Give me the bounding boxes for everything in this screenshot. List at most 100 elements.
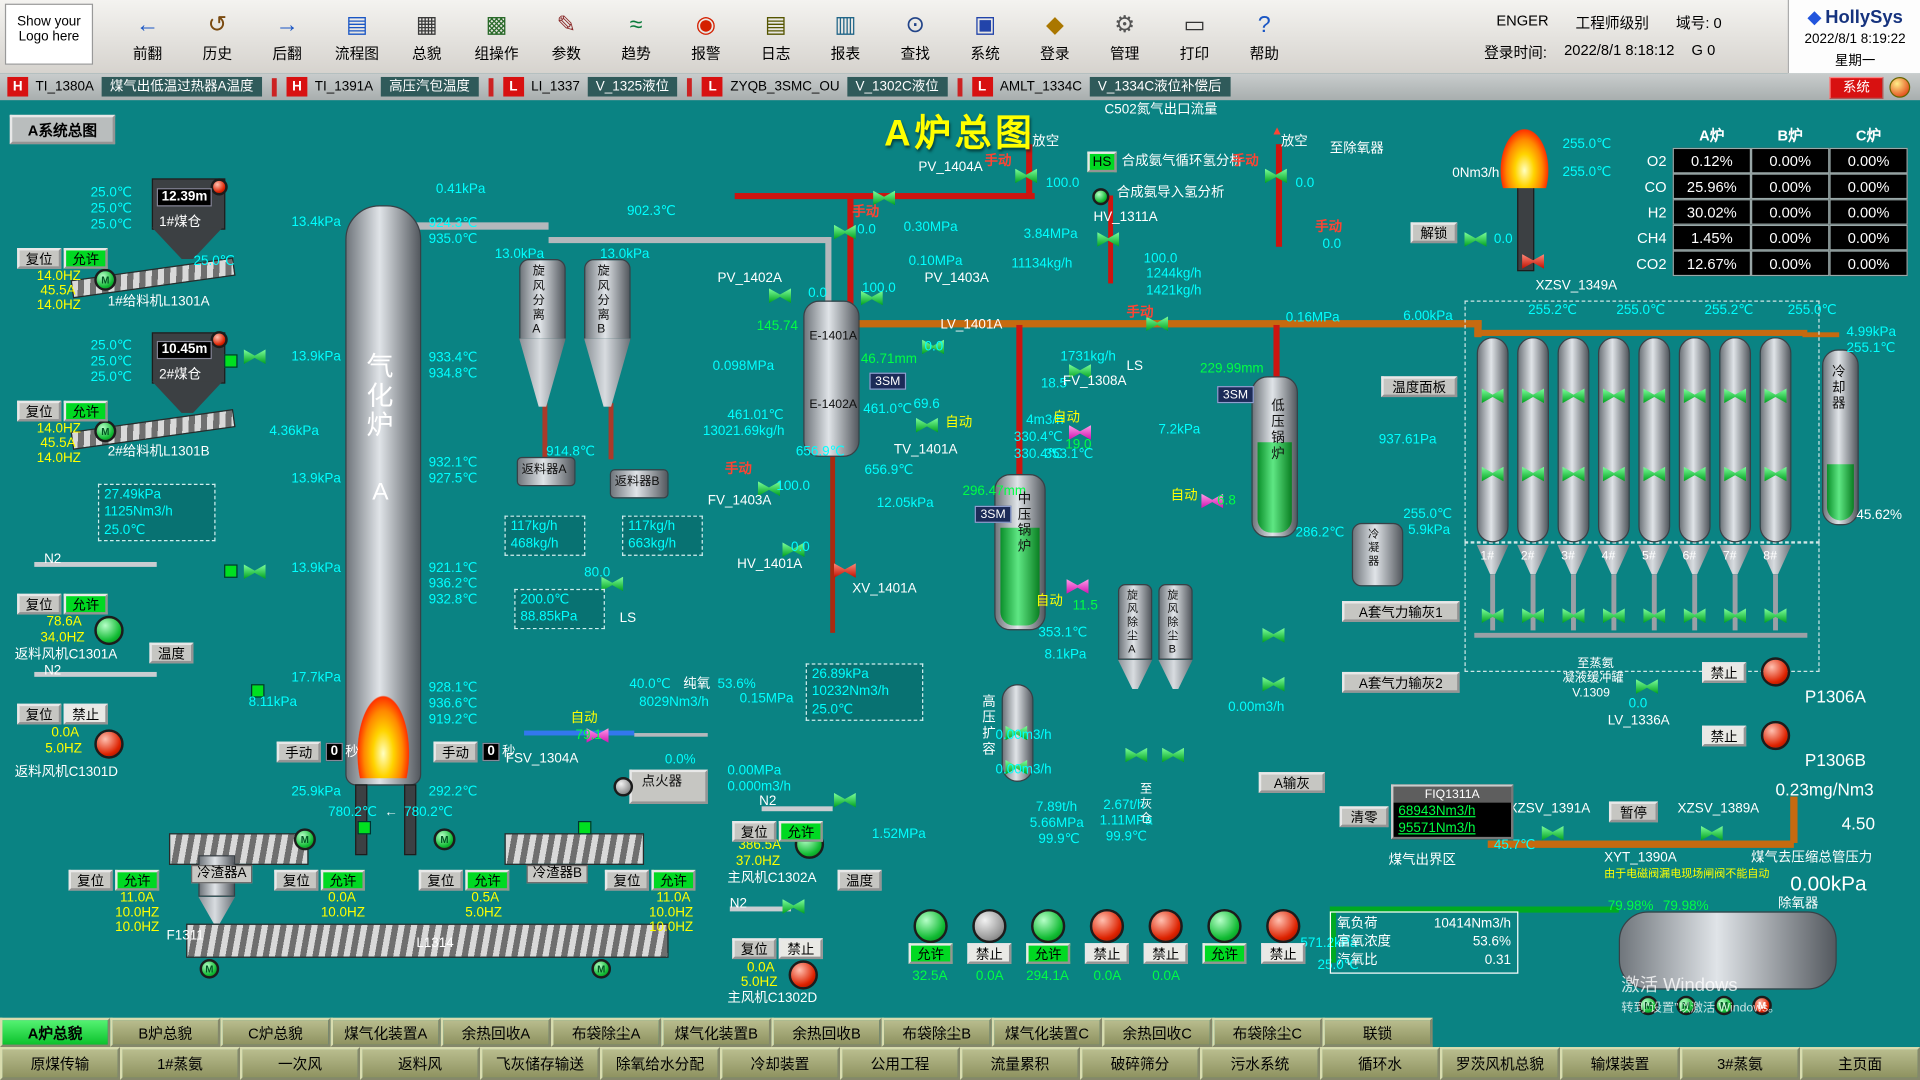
diagram-button[interactable]: 手动 [276, 741, 321, 763]
valve-icon[interactable] [1643, 388, 1666, 404]
diagram-button[interactable]: A套气力输灰2 [1342, 671, 1460, 693]
toolbar-login[interactable]: ◆登录 [1020, 2, 1090, 70]
pump-running-icon[interactable]: M [199, 959, 220, 979]
valve-icon[interactable] [1068, 425, 1092, 440]
diagram-button[interactable]: 允许 [320, 869, 365, 891]
diagram-button[interactable]: 允许 [778, 820, 823, 842]
valve-icon[interactable] [1562, 388, 1585, 404]
diagram-button[interactable]: 3SM [974, 505, 1012, 523]
valve-icon[interactable] [1262, 627, 1285, 643]
nav1-item-4[interactable]: 余热回收A [440, 1017, 552, 1048]
nav1-item-10[interactable]: 余热回收C [1102, 1017, 1213, 1048]
toolbar-parameters[interactable]: ✎参数 [531, 2, 601, 70]
nav2-item-6[interactable]: 冷却装置 [720, 1047, 841, 1080]
system-overview-button[interactable]: A系统总图 [9, 114, 116, 145]
diagram-button[interactable]: 禁止 [1261, 943, 1306, 964]
pump-stopped-icon[interactable] [788, 960, 818, 990]
diagram-button[interactable]: 复位 [17, 593, 62, 615]
diagram-button[interactable]: 禁止 [1084, 943, 1129, 964]
valve-icon[interactable] [1068, 364, 1092, 379]
valve-icon[interactable] [1764, 608, 1787, 624]
valve-icon[interactable] [1724, 608, 1747, 624]
valve-icon[interactable] [915, 417, 938, 433]
valve-icon[interactable] [768, 288, 792, 303]
diagram-button[interactable]: 复位 [17, 400, 62, 422]
pump-running-icon[interactable]: M [293, 828, 316, 851]
diagram-button[interactable]: 复位 [17, 703, 62, 725]
nav2-item-4[interactable]: 飞灰储存输送 [480, 1047, 601, 1080]
pump-stopped-icon[interactable] [210, 178, 228, 196]
diagram-button[interactable]: 3SM [869, 372, 907, 390]
valve-icon[interactable] [1683, 388, 1706, 404]
valve-icon[interactable] [1146, 316, 1169, 332]
nav1-item-5[interactable]: 布袋除尘A [551, 1017, 662, 1048]
nav1-item-3[interactable]: 煤气化装置A [330, 1017, 441, 1048]
valve-icon[interactable] [1683, 466, 1706, 482]
pump-running-icon[interactable] [94, 615, 124, 646]
pump-stopped-icon[interactable] [1760, 657, 1791, 687]
valve-icon[interactable] [1481, 388, 1504, 404]
valve-icon[interactable] [1264, 168, 1287, 184]
system-alarm-button[interactable]: 系统 [1829, 76, 1884, 99]
pump-running-icon[interactable]: M [1676, 995, 1696, 1016]
nav2-item-12[interactable]: 罗茨风机总貌 [1440, 1047, 1561, 1080]
diagram-button[interactable]: 手动 [433, 741, 478, 763]
toolbar-history[interactable]: ↺历史 [182, 2, 252, 70]
diagram-button[interactable]: 温度面板 [1381, 376, 1458, 398]
toolbar-flowchart[interactable]: ▤流程图 [322, 2, 392, 70]
valve-icon[interactable] [860, 290, 883, 306]
toolbar-system[interactable]: ▣系统 [950, 2, 1020, 70]
valve-icon[interactable] [1562, 466, 1585, 482]
nav2-item-5[interactable]: 除氧给水分配 [600, 1047, 721, 1080]
pump-stopped-icon[interactable] [210, 331, 228, 349]
valve-icon[interactable] [1522, 466, 1545, 482]
valve-icon[interactable] [1005, 759, 1028, 775]
valve-icon[interactable] [1602, 466, 1625, 482]
valve-icon[interactable] [1162, 747, 1185, 763]
diagram-button[interactable]: 复位 [418, 869, 463, 891]
valve-icon[interactable] [243, 564, 266, 580]
toolbar-page-next[interactable]: →后翻 [252, 2, 322, 70]
diagram-button[interactable]: 暂停 [1608, 801, 1658, 823]
pump-stopped-icon[interactable]: M [1752, 995, 1772, 1016]
toolbar-logs[interactable]: ▤日志 [741, 2, 811, 70]
diagram-button[interactable]: 解锁 [1410, 222, 1458, 244]
valve-icon[interactable] [1201, 493, 1224, 509]
pump-running-icon[interactable] [913, 908, 948, 944]
valve-icon[interactable] [1764, 466, 1787, 482]
valve-icon[interactable] [922, 339, 945, 355]
diagram-button[interactable]: 允许 [63, 400, 108, 422]
pump-running-icon[interactable]: M [433, 828, 456, 851]
valve-icon[interactable] [1683, 608, 1706, 624]
nav2-item-14[interactable]: 3#蒸氨 [1680, 1047, 1801, 1080]
pump-running-icon[interactable]: M [1638, 995, 1658, 1016]
nav1-item-0[interactable]: A炉总貌 [0, 1017, 111, 1048]
nav2-item-13[interactable]: 输煤装置 [1560, 1047, 1681, 1080]
pump-stopped-icon[interactable] [1266, 908, 1301, 944]
toolbar-search[interactable]: ⊙查找 [880, 2, 950, 70]
nav2-item-9[interactable]: 破碎筛分 [1080, 1047, 1201, 1080]
diagram-button[interactable]: 复位 [68, 869, 113, 891]
diagram-button[interactable]: 禁止 [1702, 725, 1747, 747]
diagram-button[interactable]: 禁止 [778, 938, 823, 960]
nav1-item-12[interactable]: 联锁 [1322, 1017, 1433, 1048]
diagram-button[interactable]: 允许 [1202, 943, 1247, 964]
toolbar-trends[interactable]: ≈趋势 [601, 2, 671, 70]
diagram-button[interactable]: 允许 [465, 869, 510, 891]
valve-icon[interactable] [1635, 679, 1658, 694]
diagram-button[interactable]: 复位 [732, 820, 777, 842]
pump-running-icon[interactable] [972, 908, 1007, 944]
valve-icon[interactable] [586, 728, 609, 743]
diagram-button[interactable]: 温度 [149, 642, 194, 664]
nav2-item-10[interactable]: 污水系统 [1200, 1047, 1321, 1080]
toolbar-print[interactable]: ▭打印 [1160, 2, 1230, 70]
toolbar-page-prev[interactable]: ←前翻 [113, 2, 183, 70]
valve-icon[interactable] [243, 349, 266, 365]
diagram-button[interactable]: 禁止 [63, 703, 108, 725]
valve-icon[interactable] [1097, 232, 1120, 247]
diagram-button[interactable]: 复位 [17, 248, 62, 269]
valve-icon[interactable] [1643, 608, 1666, 624]
valve-icon[interactable] [833, 792, 856, 808]
